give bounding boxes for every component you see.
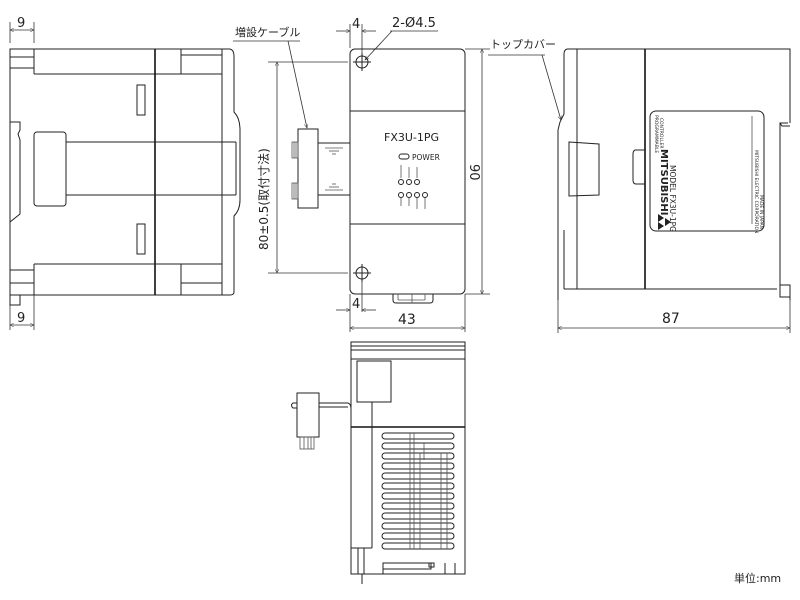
model-label: FX3U-1PG: [384, 131, 439, 144]
hole-offset-bottom-label: 4: [352, 297, 360, 312]
mounting-holes-callout: 2-Ø4.5: [392, 16, 436, 31]
power-led-icon: [398, 153, 410, 160]
unit-label: 単位:mm: [734, 572, 782, 585]
mount-pitch-label: 80±0.5(取付寸法): [257, 148, 271, 250]
dim-9-bottom: 9: [10, 295, 34, 330]
mounting-hole-bottom: [353, 264, 371, 282]
nameplate-line1: PROGRAMMABLE: [653, 115, 659, 153]
left-side-view: 9 9: [10, 16, 241, 330]
width-dim-label: 43: [398, 312, 416, 328]
dim-9-top-label: 9: [17, 16, 25, 31]
led-row-1: [398, 165, 420, 185]
dim-9-top: 9: [10, 16, 34, 43]
nameplate-origin: MADE IN JAPAN: [758, 195, 764, 229]
height-dim-label: 90: [466, 164, 481, 181]
nameplate-model: MODEL FX3U-1PG: [668, 165, 677, 232]
mounting-hole-top: [353, 53, 371, 71]
extension-cable-callout: 増設ケーブル: [235, 25, 300, 39]
led-row-2: [398, 192, 428, 209]
power-led-label: POWER: [412, 153, 440, 162]
nameplate-brand: MITSUBISHI: [658, 149, 669, 215]
depth-dim-label: 87: [662, 311, 680, 327]
front-view: 増設ケーブル 80±0.5(取付寸法): [233, 16, 490, 332]
vent-slots: [381, 432, 455, 550]
right-side-view: トップカバー PROGRAMMABLE CONTROLLER MITSUBISH…: [488, 38, 790, 333]
nameplate: PROGRAMMABLE CONTROLLER MITSUBISHI MODEL…: [649, 110, 765, 233]
nameplate-maker: MITSUBISHI ELECTRIC CORPORATION: [753, 150, 759, 233]
nameplate-line2: CONTROLLER: [658, 118, 664, 148]
bottom-view: [291, 341, 466, 584]
extension-cable-connector: [291, 128, 350, 209]
hole-offset-top-label: 4: [352, 17, 360, 32]
dim-9-bottom-label: 9: [17, 311, 25, 326]
top-cover-callout: トップカバー: [490, 38, 556, 51]
mitsubishi-logo-icon: [658, 214, 671, 230]
